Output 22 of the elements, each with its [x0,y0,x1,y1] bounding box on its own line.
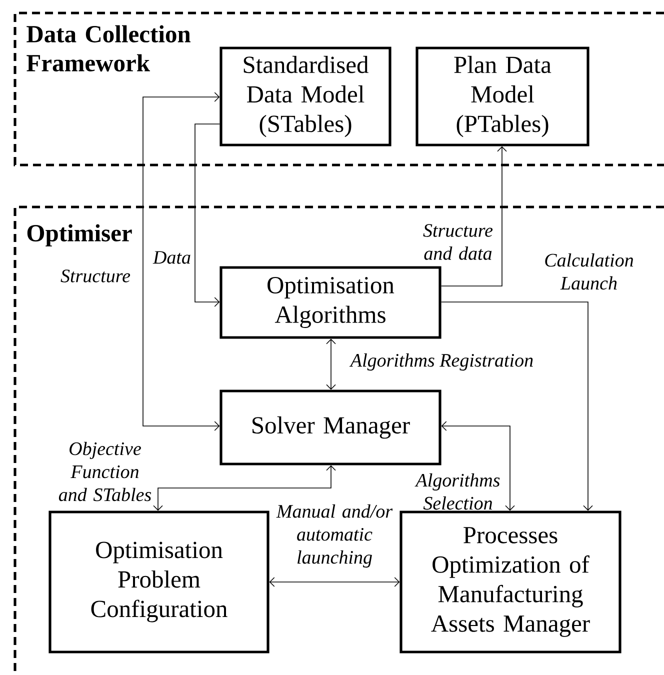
process-box: Optimisation Algorithms [220,266,442,339]
process-box: Processes Optimization of Manufacturing Assets Manager [400,510,622,654]
arrow [440,146,507,286]
edge-label: Calculation Launch [545,253,634,290]
process-box: Plan Data Model (PTables) [416,46,590,146]
edge-label: Structure and data [423,224,493,260]
arrow [194,124,220,307]
arrow [441,421,515,511]
arrow [142,92,220,431]
arrow [153,465,336,511]
edge-label: Structure [60,270,130,282]
edge-label: Algorithms Selection [414,473,500,510]
edge-label: Objective Function and STables [58,442,152,502]
arrow [269,577,400,587]
arrow [326,338,336,390]
process-box: Standardised Data Model (STables) [220,46,392,146]
edge-label: Algorithms Registration [349,353,533,371]
edge-label: Data [152,251,190,264]
process-box: Optimisation Problem Configuration [48,510,270,654]
process-box: Solver Manager [220,390,442,466]
arrow [440,302,593,511]
edge-label: Manual and/or automatic launching [276,504,393,568]
